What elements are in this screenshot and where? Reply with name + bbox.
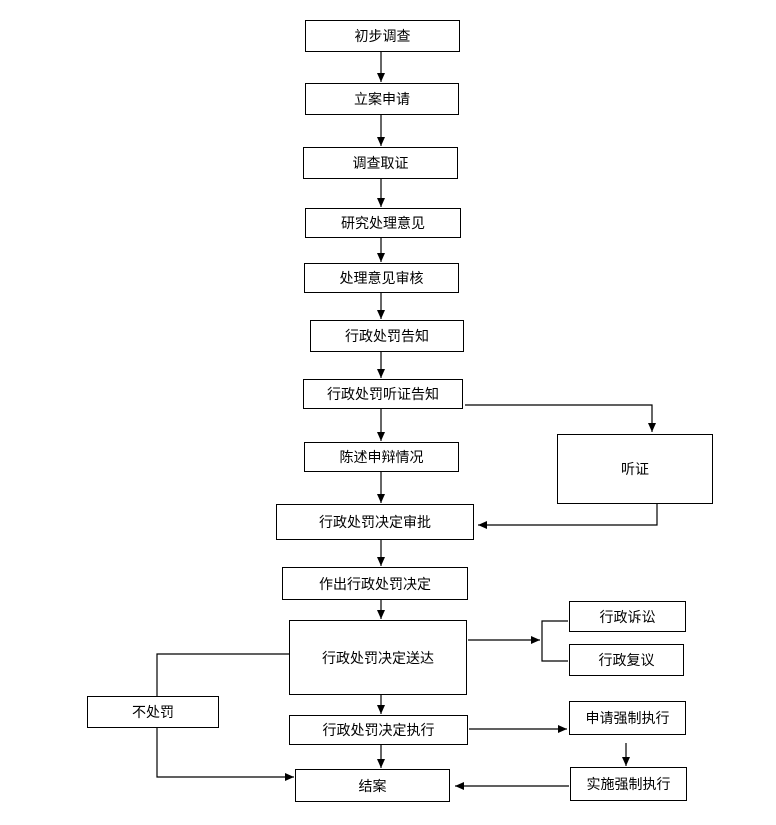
bracket-remedies — [541, 620, 568, 662]
arrow-hearing-to-approval — [478, 504, 658, 529]
node-hearing-notice: 行政处罚听证告知 — [303, 379, 463, 409]
node-apply-enforcement: 申请强制执行 — [569, 701, 686, 735]
node-decision-execution: 行政处罚决定执行 — [289, 715, 468, 745]
node-case-closed: 结案 — [295, 769, 450, 802]
node-preliminary-investigation: 初步调查 — [305, 20, 460, 52]
node-opinion-review: 处理意见审核 — [304, 263, 459, 293]
line-delivery-to-no-penalty — [156, 653, 289, 696]
node-evidence-collection: 调查取证 — [303, 147, 458, 179]
node-statement-defense: 陈述申辩情况 — [304, 442, 459, 472]
node-penalty-notice: 行政处罚告知 — [310, 320, 464, 352]
node-administrative-review: 行政复议 — [569, 644, 684, 676]
node-administrative-litigation: 行政诉讼 — [569, 601, 686, 632]
node-implement-enforcement: 实施强制执行 — [570, 767, 687, 801]
node-make-decision: 作出行政处罚决定 — [282, 567, 468, 600]
node-decision-delivery: 行政处罚决定送达 — [289, 620, 467, 695]
node-no-penalty: 不处罚 — [87, 696, 219, 728]
node-study-opinion: 研究处理意见 — [305, 208, 461, 238]
arrow-no-penalty-to-closed — [156, 728, 294, 781]
arrow-hearing-notice-to-hearing — [465, 404, 656, 432]
node-hearing: 听证 — [557, 434, 713, 504]
node-decision-approval: 行政处罚决定审批 — [276, 504, 474, 540]
node-case-filing-application: 立案申请 — [305, 83, 459, 115]
